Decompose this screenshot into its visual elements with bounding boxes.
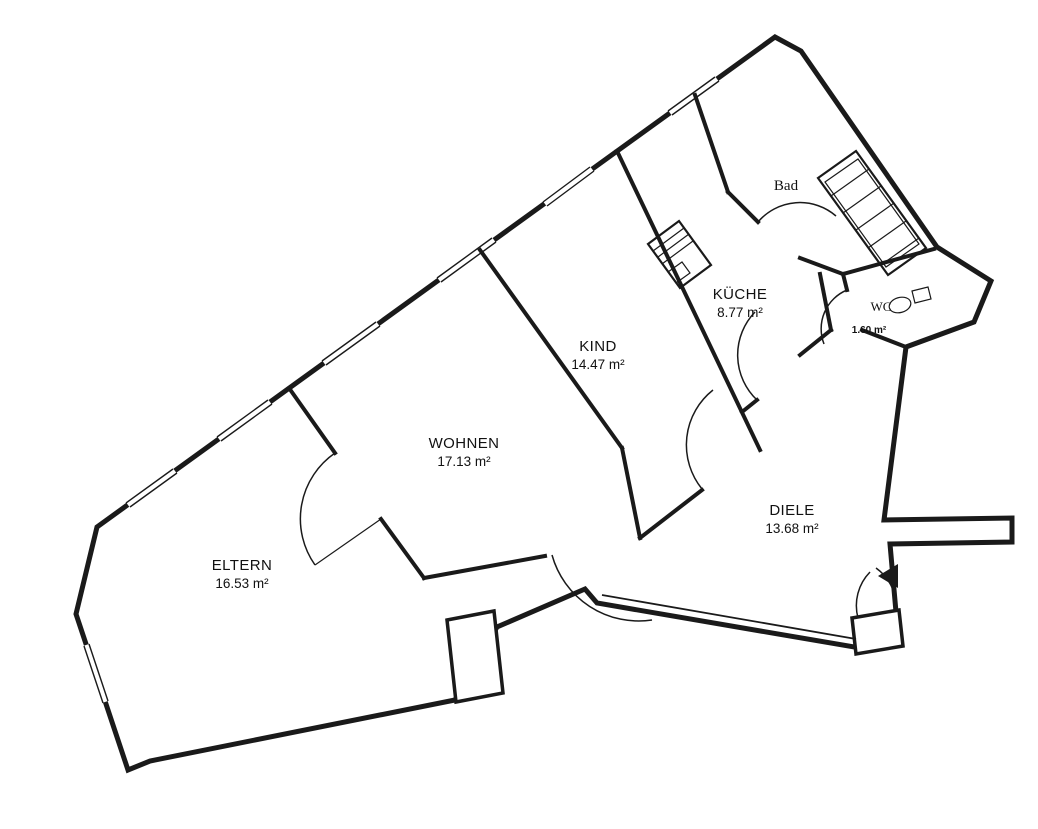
bathtub-icon xyxy=(816,149,928,277)
door-arc-eltern xyxy=(299,452,336,566)
door-arc-entrance-right xyxy=(875,567,897,613)
room-label-kind: KIND xyxy=(579,338,616,355)
room-area-kind: 14.47 m² xyxy=(571,357,625,372)
door-arc-entrance-left xyxy=(855,571,871,619)
room-label-diele: DIELE xyxy=(769,502,814,519)
stove-icon xyxy=(646,219,713,290)
room-label-bad: Bad xyxy=(774,178,799,194)
room-area-kueche: 8.77 m² xyxy=(717,305,763,320)
wall-wc-left xyxy=(840,271,850,293)
room-area-diele: 13.68 m² xyxy=(765,521,819,536)
room-label-wc: WC xyxy=(871,299,892,314)
window xyxy=(216,397,273,444)
toilet-icon xyxy=(888,286,932,314)
corridor-inner-line xyxy=(601,594,857,640)
window xyxy=(436,235,497,285)
room-area-wohnen: 17.13 m² xyxy=(437,454,491,469)
apartment-outline xyxy=(73,34,1015,774)
wall-wohnen-bottom xyxy=(421,553,548,581)
wall-kueche-right xyxy=(817,271,834,333)
wall-kind-jog xyxy=(619,445,643,541)
doors xyxy=(299,201,898,622)
wall-kind-bottom xyxy=(637,487,705,541)
door-arc-wohnen xyxy=(551,554,653,622)
wall-bad-bottom-a xyxy=(725,189,761,225)
door-arc-kueche xyxy=(736,311,758,401)
wall-kueche-bottom-b xyxy=(797,327,834,358)
room-label-eltern: ELTERN xyxy=(212,557,272,574)
room-area-eltern: 16.53 m² xyxy=(215,576,269,591)
window xyxy=(125,466,178,510)
chimney-block xyxy=(445,608,505,705)
room-labels: ELTERN 16.53 m² WOHNEN 17.13 m² KIND 14.… xyxy=(212,178,892,591)
wall-kind-kueche xyxy=(614,148,763,453)
window xyxy=(81,643,110,704)
room-area-wc: 1.60 m² xyxy=(852,325,887,336)
window xyxy=(321,319,381,368)
wall-wc-bottom xyxy=(859,327,909,350)
wall-kueche-bottom-a xyxy=(739,397,760,415)
door-leaf-eltern xyxy=(314,518,382,566)
wall-bad-bottom-b xyxy=(797,255,846,277)
window-row xyxy=(81,74,720,704)
window xyxy=(542,164,595,209)
door-arc-bad xyxy=(757,201,837,223)
door-arc-wc xyxy=(820,289,848,345)
wall-eltern-wohnen-upper xyxy=(286,385,338,456)
entrance-arrow-icon xyxy=(878,564,898,588)
door-arc-kind xyxy=(685,389,714,490)
interior-walls xyxy=(286,92,937,640)
room-label-wohnen: WOHNEN xyxy=(429,435,500,452)
wall-wohnen-kind xyxy=(477,247,625,451)
room-label-kueche: KÜCHE xyxy=(713,285,768,303)
entrance-threshold xyxy=(850,607,905,657)
wall-eltern-wohnen-lower xyxy=(378,516,427,581)
wall-bad-left xyxy=(692,92,731,195)
